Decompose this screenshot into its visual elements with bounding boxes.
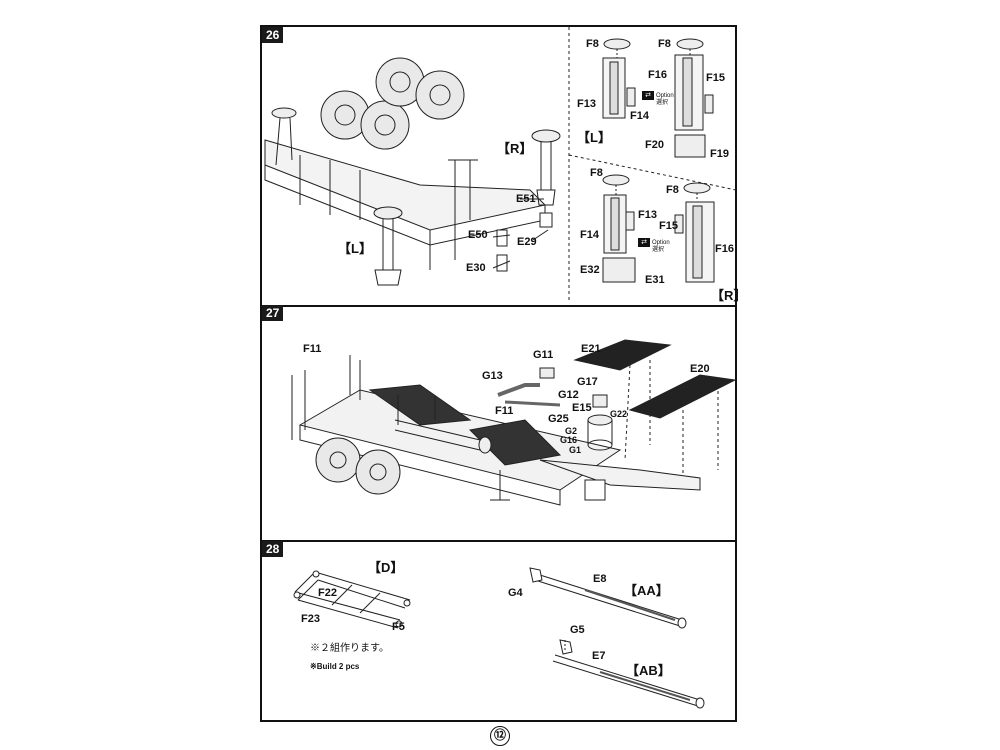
optL-F15: F15 <box>706 72 725 84</box>
s28-AB-bracket: 【AB】 <box>626 663 671 678</box>
s27-F11-b: F11 <box>495 405 514 417</box>
optR-option-tag: ⇄Option 選択 <box>638 238 670 254</box>
s28-AA-bracket: 【AA】 <box>624 583 669 598</box>
step-28-number: 28 <box>262 541 284 557</box>
optR-E32: E32 <box>580 264 600 276</box>
step26-R-label: 【R】 <box>497 141 533 156</box>
s27-G2: G2 <box>565 426 578 436</box>
optL-F14: F14 <box>630 110 649 122</box>
optL-F16: F16 <box>648 69 667 81</box>
optL-F8-a: F8 <box>586 38 599 50</box>
s27-E20: E20 <box>690 363 710 375</box>
divider-26-27 <box>262 305 735 307</box>
optL-option-tag: ⇄Option 選択 <box>642 91 674 107</box>
s27-G12: G12 <box>558 389 579 401</box>
optR-option-jp: 選択 <box>652 247 665 254</box>
divider-27-28 <box>262 540 735 542</box>
optR-F16: F16 <box>715 243 734 255</box>
step27-trailer-drawing <box>292 340 735 505</box>
optR-E31: E31 <box>645 274 665 286</box>
s28-F23: F23 <box>301 613 320 625</box>
s28-note-jp: ※２組作ります。 <box>310 643 389 654</box>
step-27-number: 27 <box>262 305 284 321</box>
s27-E21: E21 <box>581 343 601 355</box>
step28-D-drawing <box>294 571 410 628</box>
optR-bracket: 【R】 <box>711 288 747 303</box>
optL-F8-b: F8 <box>658 38 671 50</box>
s27-G1: G1 <box>569 445 582 455</box>
part-E29: E29 <box>517 236 537 248</box>
part-E51: E51 <box>516 193 536 205</box>
optR-F13: F13 <box>638 209 657 221</box>
optR-F8-b: F8 <box>666 184 679 196</box>
optR-option-en: Option <box>652 240 670 247</box>
part-E30: E30 <box>466 262 486 274</box>
instruction-frame <box>260 25 737 722</box>
option-swap-icon: ⇄ <box>638 238 650 247</box>
step28-AB-drawing <box>553 640 704 708</box>
s27-G25: G25 <box>548 413 569 425</box>
step26-L-label: 【L】 <box>338 241 372 256</box>
optR-F14: F14 <box>580 229 599 241</box>
optR-F8-a: F8 <box>590 167 603 179</box>
step-26-number: 26 <box>262 27 284 43</box>
s27-F11-a: F11 <box>303 343 322 355</box>
optL-bracket: 【L】 <box>577 130 611 145</box>
s28-F5: F5 <box>392 621 405 633</box>
s28-G4: G4 <box>508 587 523 599</box>
s27-G11: G11 <box>533 349 554 361</box>
s27-G13: G13 <box>482 370 503 382</box>
s27-G17: G17 <box>577 376 598 388</box>
s28-G5: G5 <box>570 624 585 636</box>
step26-option-R-drawing <box>603 175 714 282</box>
option-swap-icon: ⇄ <box>642 91 654 100</box>
optL-option-en: Option <box>656 93 674 100</box>
step26-option-L-drawing <box>603 39 713 157</box>
optL-F20: F20 <box>645 139 664 151</box>
step26-chassis-drawing <box>265 58 560 285</box>
s28-D-bracket: 【D】 <box>368 560 404 575</box>
page-number: ⑫ <box>490 726 510 746</box>
s27-E15: E15 <box>572 402 592 414</box>
part-E50: E50 <box>468 229 488 241</box>
optL-F19: F19 <box>710 148 729 160</box>
s28-E7: E7 <box>592 650 606 662</box>
s27-G22: G22 <box>610 409 628 419</box>
s27-G16: G16 <box>560 435 578 445</box>
s28-E8: E8 <box>593 573 607 585</box>
s28-F22: F22 <box>318 587 337 599</box>
optL-F13: F13 <box>577 98 596 110</box>
optR-F15: F15 <box>659 220 678 232</box>
s28-note-en: ※Build 2 pcs <box>310 662 360 671</box>
optL-option-jp: 選択 <box>656 100 669 107</box>
step28-AA-drawing <box>530 568 686 628</box>
